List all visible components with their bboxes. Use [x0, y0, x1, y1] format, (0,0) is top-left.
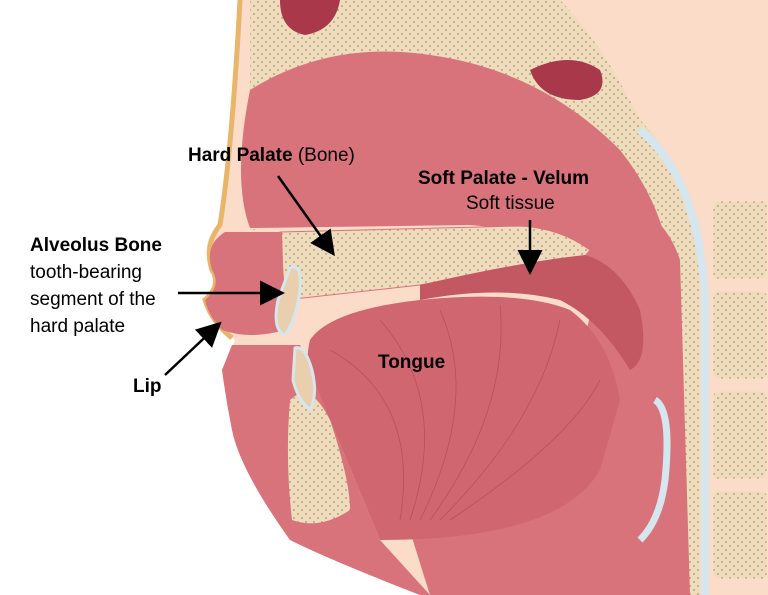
spinal-membrane — [637, 126, 709, 595]
alveolus-line2: segment of the — [30, 289, 156, 310]
hard-palate-label: Hard Palate (Bone) — [188, 145, 355, 167]
tongue-body — [307, 296, 620, 540]
upper-lip — [205, 232, 285, 335]
sinus — [530, 60, 603, 100]
tongue-fibers — [329, 304, 601, 521]
lower-incisor — [291, 346, 317, 413]
alveolus-title: Alveolus Bone — [30, 235, 162, 256]
tongue-label: Tongue — [378, 352, 446, 373]
mandible — [287, 393, 350, 524]
hard-palate-title: Hard Palate — [188, 145, 293, 166]
upper-incisor — [274, 265, 302, 337]
lip-label: Lip — [133, 376, 162, 397]
alveolus-line3: hard palate — [30, 316, 126, 337]
hard-palate-note: (Bone) — [297, 145, 355, 166]
arrow-hard-palate — [276, 175, 335, 257]
alveolus-line1: tooth-bearing — [30, 262, 142, 283]
epiglottis — [637, 396, 671, 543]
sinus-upper — [280, 0, 340, 35]
nasal-cavity — [241, 51, 670, 266]
soft-palate-note: Soft tissue — [466, 193, 555, 214]
soft-palate — [420, 255, 644, 370]
soft-palate-title: Soft Palate - Velum — [418, 168, 590, 189]
arrow-lip — [164, 321, 222, 376]
vertebrae — [710, 198, 768, 582]
